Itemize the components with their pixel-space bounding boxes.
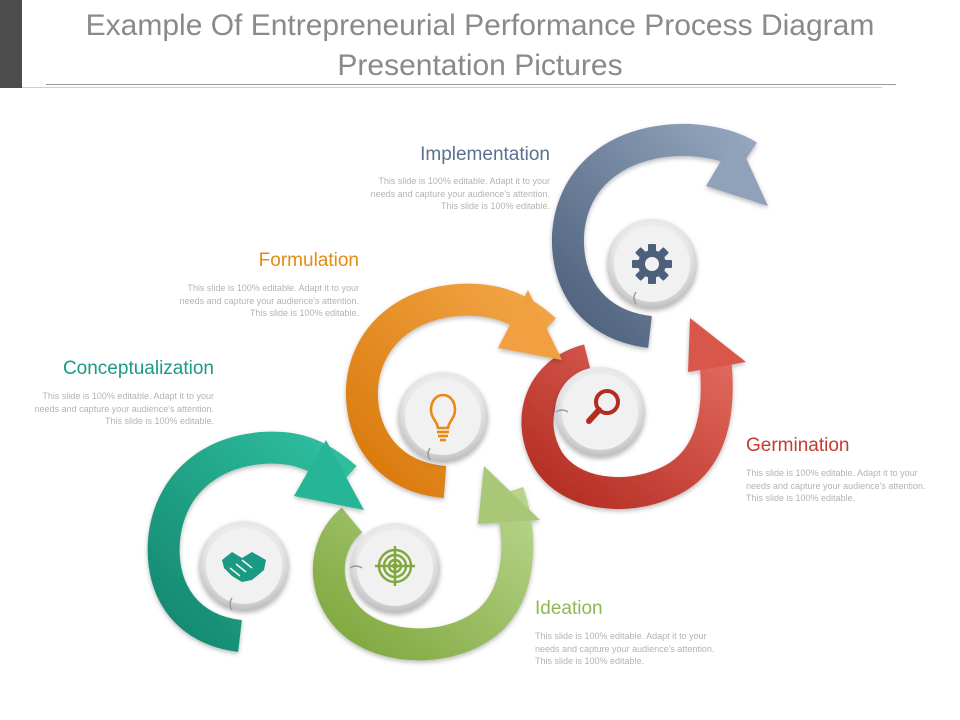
germination-spiral <box>521 318 746 510</box>
step-title-germination: Germination <box>746 435 850 456</box>
formulation-disc <box>398 372 488 462</box>
conceptualization-spiral <box>147 431 364 652</box>
step-desc-implementation: This slide is 100% editable. Adapt it to… <box>370 176 550 211</box>
step-desc-formulation: This slide is 100% editable. Adapt it to… <box>179 283 359 318</box>
formulation-spiral <box>345 283 562 498</box>
gear-icon <box>632 244 672 284</box>
step-desc-germination: This slide is 100% editable. Adapt it to… <box>746 468 926 503</box>
connector-link-icons <box>229 291 637 611</box>
corner-accent-bar <box>0 0 22 88</box>
slide-title: Example Of Entrepreneurial Performance P… <box>85 9 875 82</box>
step-title-conceptualization: Conceptualization <box>62 358 214 379</box>
step-desc-conceptualization: This slide is 100% editable. Adapt it to… <box>34 391 214 426</box>
ideation-spiral <box>312 466 540 661</box>
step-desc-ideation: This slide is 100% editable. Adapt it to… <box>535 631 715 666</box>
handshake-icon <box>222 552 266 582</box>
step-title-ideation: Ideation <box>535 598 603 619</box>
lightbulb-icon <box>429 393 457 442</box>
step-title-implementation: Implementation <box>420 144 550 165</box>
target-icon <box>375 546 415 586</box>
title-divider <box>46 84 896 85</box>
step-title-formulation: Formulation <box>258 250 359 271</box>
implementation-spiral <box>551 123 768 348</box>
magnifier-icon <box>586 389 620 424</box>
title-divider-shadow <box>22 87 882 88</box>
